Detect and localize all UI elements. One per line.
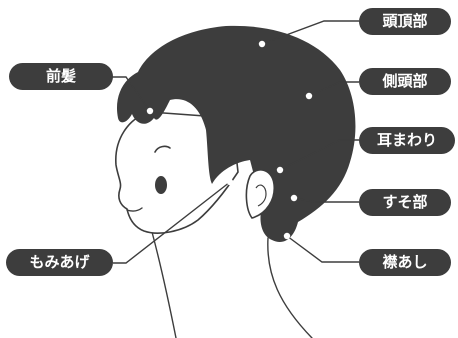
ear-inner-line xyxy=(255,184,267,207)
leader-lines xyxy=(112,20,359,264)
label-mimimawari: 耳まわり xyxy=(359,127,455,154)
label-sokutoubu: 側頭部 xyxy=(359,68,451,95)
mouth xyxy=(126,207,143,212)
neck-outline xyxy=(151,231,313,338)
ear xyxy=(245,169,276,219)
label-susobu: すそ部 xyxy=(359,189,451,216)
eye xyxy=(155,176,167,194)
label-maegami: 前髪 xyxy=(9,63,113,90)
label-momiage: もみあげ xyxy=(6,249,113,276)
label-eriashi: 襟あし xyxy=(359,249,451,276)
hair-silhouette xyxy=(116,25,356,242)
eyebrow xyxy=(154,145,171,153)
label-touchoubu: 頭頂部 xyxy=(359,8,451,35)
leader-dots xyxy=(146,40,313,240)
